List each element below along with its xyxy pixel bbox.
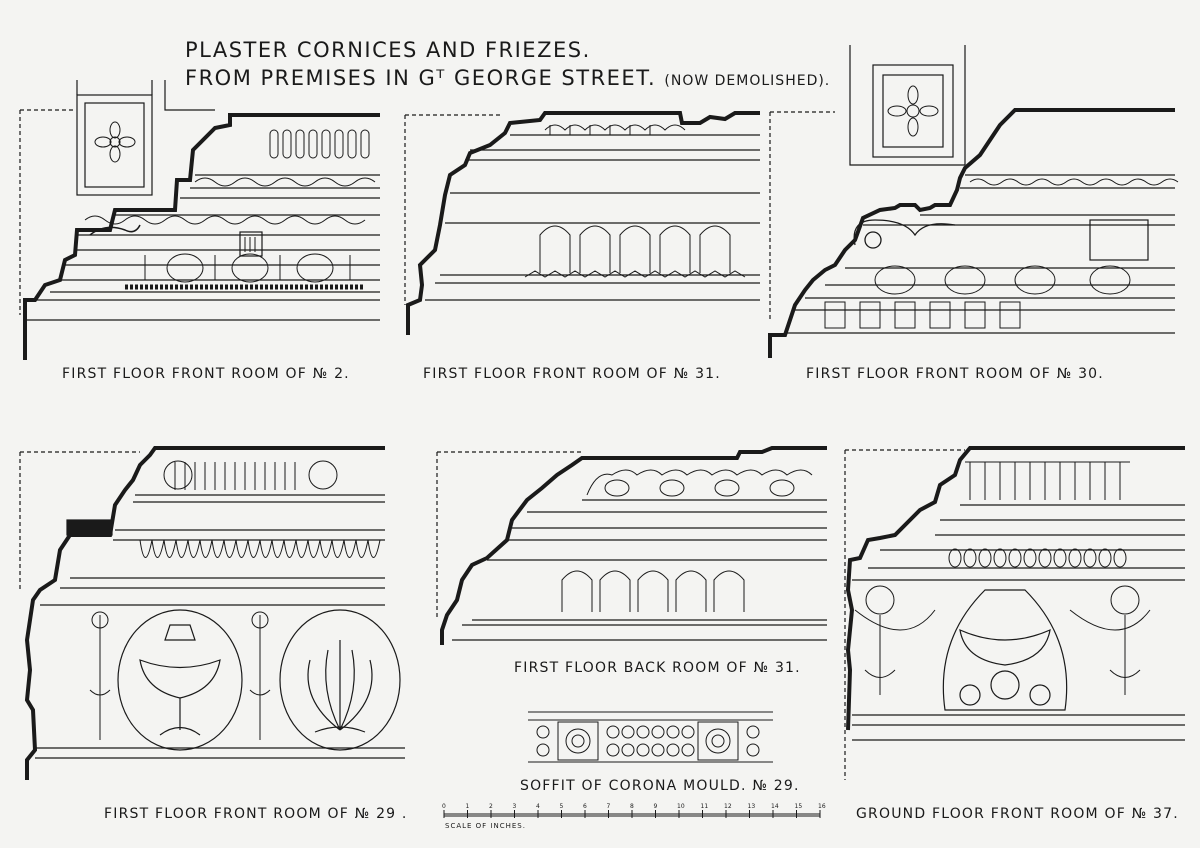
frieze-drawing-no37: [840, 440, 1190, 785]
scale-number: 6: [583, 803, 587, 810]
anthemion-medallion: [279, 609, 401, 751]
cornice-drawing-no30: [765, 40, 1185, 360]
scale-number: 10: [677, 803, 685, 810]
leaf-band: [965, 461, 1130, 500]
mask-ornament: [163, 460, 338, 490]
circle-grid: [536, 725, 760, 757]
rosette-ornament: [94, 121, 136, 163]
caption-no29: FIRST FLOOR FRONT ROOM OF № 29 .: [104, 806, 408, 822]
egg-and-dart-band: [874, 265, 1131, 295]
scale-number: 13: [748, 803, 756, 810]
caption-no31-back: FIRST FLOOR BACK ROOM OF № 31.: [514, 660, 801, 676]
title-line-2: FROM PREMISES IN Gᵀ GEORGE STREET.: [185, 66, 657, 90]
scale-number: 11: [701, 803, 709, 810]
title-note: (NOW DEMOLISHED).: [664, 73, 831, 89]
flute-band: [174, 462, 296, 490]
urn-panel: [942, 589, 1068, 711]
cornice-drawing-no31-back: [432, 440, 832, 660]
flute-band: [561, 570, 745, 612]
scale-number: 9: [654, 803, 658, 810]
acanthus-band: [586, 469, 813, 497]
scale-number: 0: [442, 803, 446, 810]
dentil-band: [824, 301, 1021, 329]
bead-band: [948, 548, 1127, 568]
scale-number: 14: [771, 803, 779, 810]
scroll-bracket: [853, 219, 956, 249]
scale-number: 3: [513, 803, 517, 810]
title-line-1: PLASTER CORNICES AND FRIEZES.: [185, 38, 591, 62]
title-line-2-row: FROM PREMISES IN Gᵀ GEORGE STREET. (NOW …: [185, 64, 830, 95]
swag-garland: [854, 585, 1151, 695]
urn-medallion: [117, 609, 243, 751]
candelabrum-ornament: [89, 611, 271, 740]
soffit-drawing: [528, 710, 773, 768]
square-rosette-ornament: [887, 85, 939, 137]
scale-number: 12: [724, 803, 732, 810]
dentil-band: [269, 129, 370, 159]
scale-number: 2: [489, 803, 493, 810]
scale-number: 15: [795, 803, 803, 810]
scale-number: 16: [818, 803, 826, 810]
cornice-drawing-no31-front: [400, 105, 770, 345]
scale-number: 8: [630, 803, 634, 810]
caption-no2: FIRST FLOOR FRONT ROOM OF № 2.: [62, 366, 350, 382]
cornice-drawing-no2: [15, 80, 385, 365]
caption-no31-front: FIRST FLOOR FRONT ROOM OF № 31.: [423, 366, 721, 382]
caption-no37: GROUND FLOOR FRONT ROOM OF № 37.: [856, 806, 1179, 822]
caption-no30: FIRST FLOOR FRONT ROOM OF № 30.: [806, 366, 1104, 382]
plate-title: PLASTER CORNICES AND FRIEZES. FROM PREMI…: [185, 36, 830, 95]
scale-number: 1: [466, 803, 470, 810]
scale-number: 5: [560, 803, 564, 810]
flute-band: [524, 225, 746, 278]
caption-soffit: SOFFIT OF CORONA MOULD. № 29.: [520, 778, 800, 794]
egg-and-dart-band: [144, 253, 351, 283]
leaf-frieze-band: [544, 124, 686, 135]
scale-number: 7: [607, 803, 611, 810]
scale-label: SCALE OF INCHES.: [445, 822, 526, 830]
frieze-drawing-no29: [15, 440, 415, 785]
scale-number: 4: [536, 803, 540, 810]
